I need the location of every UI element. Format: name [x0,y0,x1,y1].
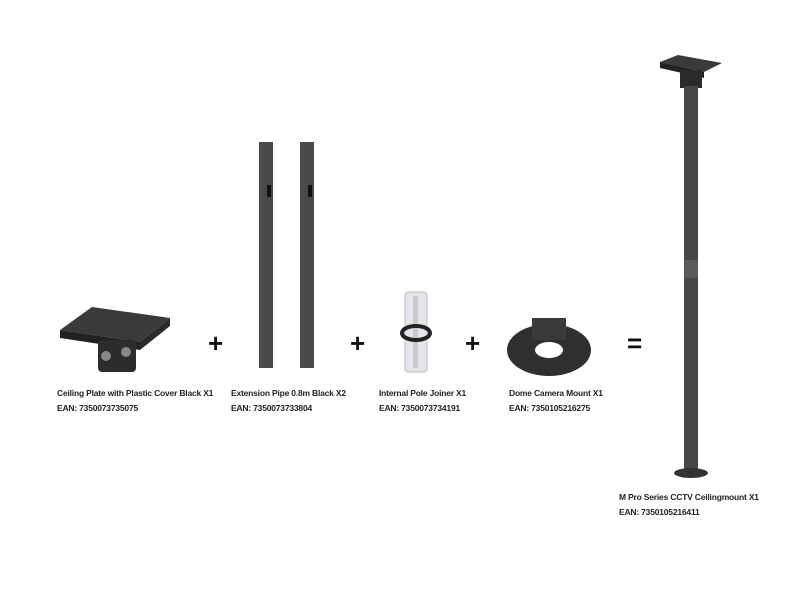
ceiling-plate-image [60,307,170,372]
plus-sign: + [208,328,224,358]
component-ean: EAN: 7350073733804 [231,403,312,413]
component-ean: EAN: 7350073734191 [379,403,460,413]
component-label: Ceiling Plate with Plastic Cover Black X… [57,386,213,416]
equals-sign: = [627,328,643,358]
component-label: Extension Pipe 0.8m Black X2 EAN: 735007… [231,386,346,416]
plus-sign: + [465,328,481,358]
result-ean: EAN: 7350105216411 [619,507,700,517]
component-label: Dome Camera Mount X1 EAN: 7350105216275 [509,386,603,416]
component-ean: EAN: 7350073735075 [57,403,138,413]
result-label: M Pro Series CCTV Ceilingmount X1 EAN: 7… [619,490,759,520]
component-name: Extension Pipe 0.8m Black X2 [231,388,346,398]
component-ean: EAN: 7350105216275 [509,403,590,413]
plus-sign: + [350,328,366,358]
extension-pipe-image [259,142,314,368]
result-name: M Pro Series CCTV Ceilingmount X1 [619,492,759,502]
component-name: Internal Pole Joiner X1 [379,388,467,398]
assembled-mount-image [660,55,722,478]
dome-mount-image [507,318,591,376]
component-label: Internal Pole Joiner X1 EAN: 73500737341… [379,386,466,416]
pole-joiner-image [400,291,432,373]
component-name: Dome Camera Mount X1 [509,388,603,398]
component-name: Ceiling Plate with Plastic Cover Black X… [57,388,214,398]
